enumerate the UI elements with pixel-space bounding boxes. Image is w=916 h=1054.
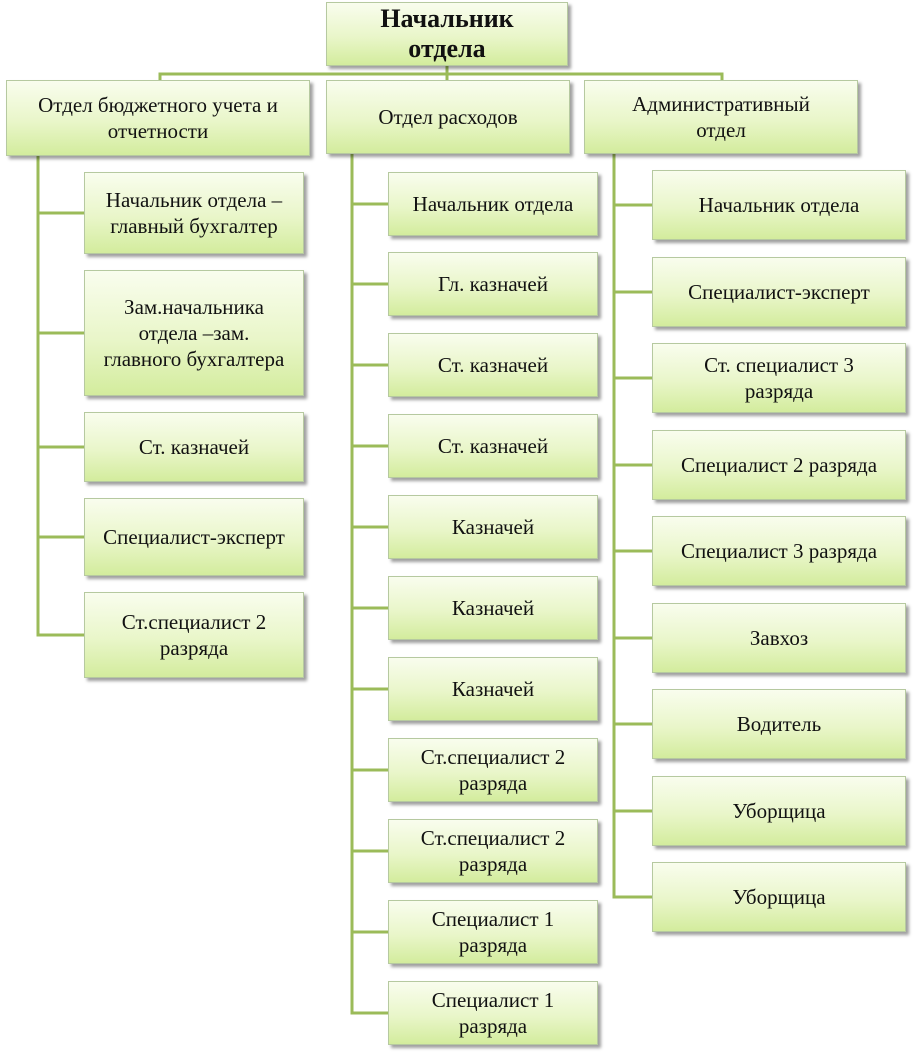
staff-node: Специалист 2 разряда (652, 430, 906, 500)
staff-node: Гл. казначей (388, 252, 598, 316)
department-label: Отдел расходов (378, 105, 518, 129)
staff-label: Ст. казначей (437, 353, 549, 377)
staff-label: Ст. специалист 3 разряда (704, 353, 854, 403)
staff-node: Начальник отдела – главный бухгалтер (84, 172, 304, 254)
staff-label: Водитель (736, 712, 822, 736)
staff-node: Ст.специалист 2 разряда (388, 738, 598, 802)
staff-node: Начальник отдела (652, 170, 906, 240)
staff-label: Специалист-эксперт (688, 280, 870, 304)
staff-node: Ст. казначей (388, 333, 598, 397)
root-node: Начальник отдела (326, 2, 568, 66)
department-node-admin: Административный отдел (584, 80, 858, 154)
staff-node: Ст. специалист 3 разряда (652, 343, 906, 413)
staff-node: Ст. казначей (388, 414, 598, 478)
staff-label: Начальник отдела – главный бухгалтер (105, 188, 283, 238)
staff-node: Специалист 1 разряда (388, 900, 598, 964)
staff-node: Уборщица (652, 776, 906, 846)
staff-label: Ст.специалист 2 разряда (420, 745, 566, 795)
staff-label: Начальник отдела (412, 192, 574, 216)
department-node-expenses: Отдел расходов (326, 80, 570, 154)
staff-label: Специалист 1 разряда (431, 988, 555, 1038)
staff-node: Казначей (388, 576, 598, 640)
staff-node: Ст.специалист 2 разряда (84, 592, 304, 678)
staff-label: Ст. казначей (437, 434, 549, 458)
staff-node: Водитель (652, 689, 906, 759)
staff-node: Ст.специалист 2 разряда (388, 819, 598, 883)
staff-label: Специалист 1 разряда (431, 907, 555, 957)
staff-label: Гл. казначей (438, 272, 548, 296)
staff-node: Казначей (388, 495, 598, 559)
staff-label: Начальник отдела (698, 193, 860, 217)
staff-node: Специалист 1 разряда (388, 981, 598, 1045)
staff-label: Казначей (451, 677, 535, 701)
staff-node: Уборщица (652, 862, 906, 932)
staff-label: Казначей (451, 515, 535, 539)
staff-node: Специалист 3 разряда (652, 516, 906, 586)
staff-node: Начальник отдела (388, 172, 598, 236)
staff-label: Зам.начальника отдела –зам. главного бух… (103, 295, 285, 371)
staff-label: Специалист 2 разряда (680, 453, 878, 477)
staff-label: Завхоз (749, 626, 809, 650)
staff-label: Ст. казначей (138, 435, 250, 459)
staff-node: Казначей (388, 657, 598, 721)
root-node-label: Начальник отдела (380, 4, 514, 63)
staff-node: Зам.начальника отдела –зам. главного бух… (84, 270, 304, 396)
department-label: Отдел бюджетного учета и отчетности (38, 93, 278, 143)
staff-label: Казначей (451, 596, 535, 620)
department-label: Административный отдел (632, 92, 810, 142)
staff-node: Специалист-эксперт (84, 498, 304, 576)
staff-label: Специалист-эксперт (103, 525, 285, 549)
staff-label: Специалист 3 разряда (680, 539, 878, 563)
staff-node: Ст. казначей (84, 412, 304, 482)
staff-label: Уборщица (732, 885, 826, 909)
staff-node: Завхоз (652, 603, 906, 673)
staff-label: Уборщица (732, 799, 826, 823)
staff-label: Ст.специалист 2 разряда (121, 610, 267, 660)
staff-label: Ст.специалист 2 разряда (420, 826, 566, 876)
staff-node: Специалист-эксперт (652, 257, 906, 327)
department-node-budget: Отдел бюджетного учета и отчетности (6, 80, 310, 156)
